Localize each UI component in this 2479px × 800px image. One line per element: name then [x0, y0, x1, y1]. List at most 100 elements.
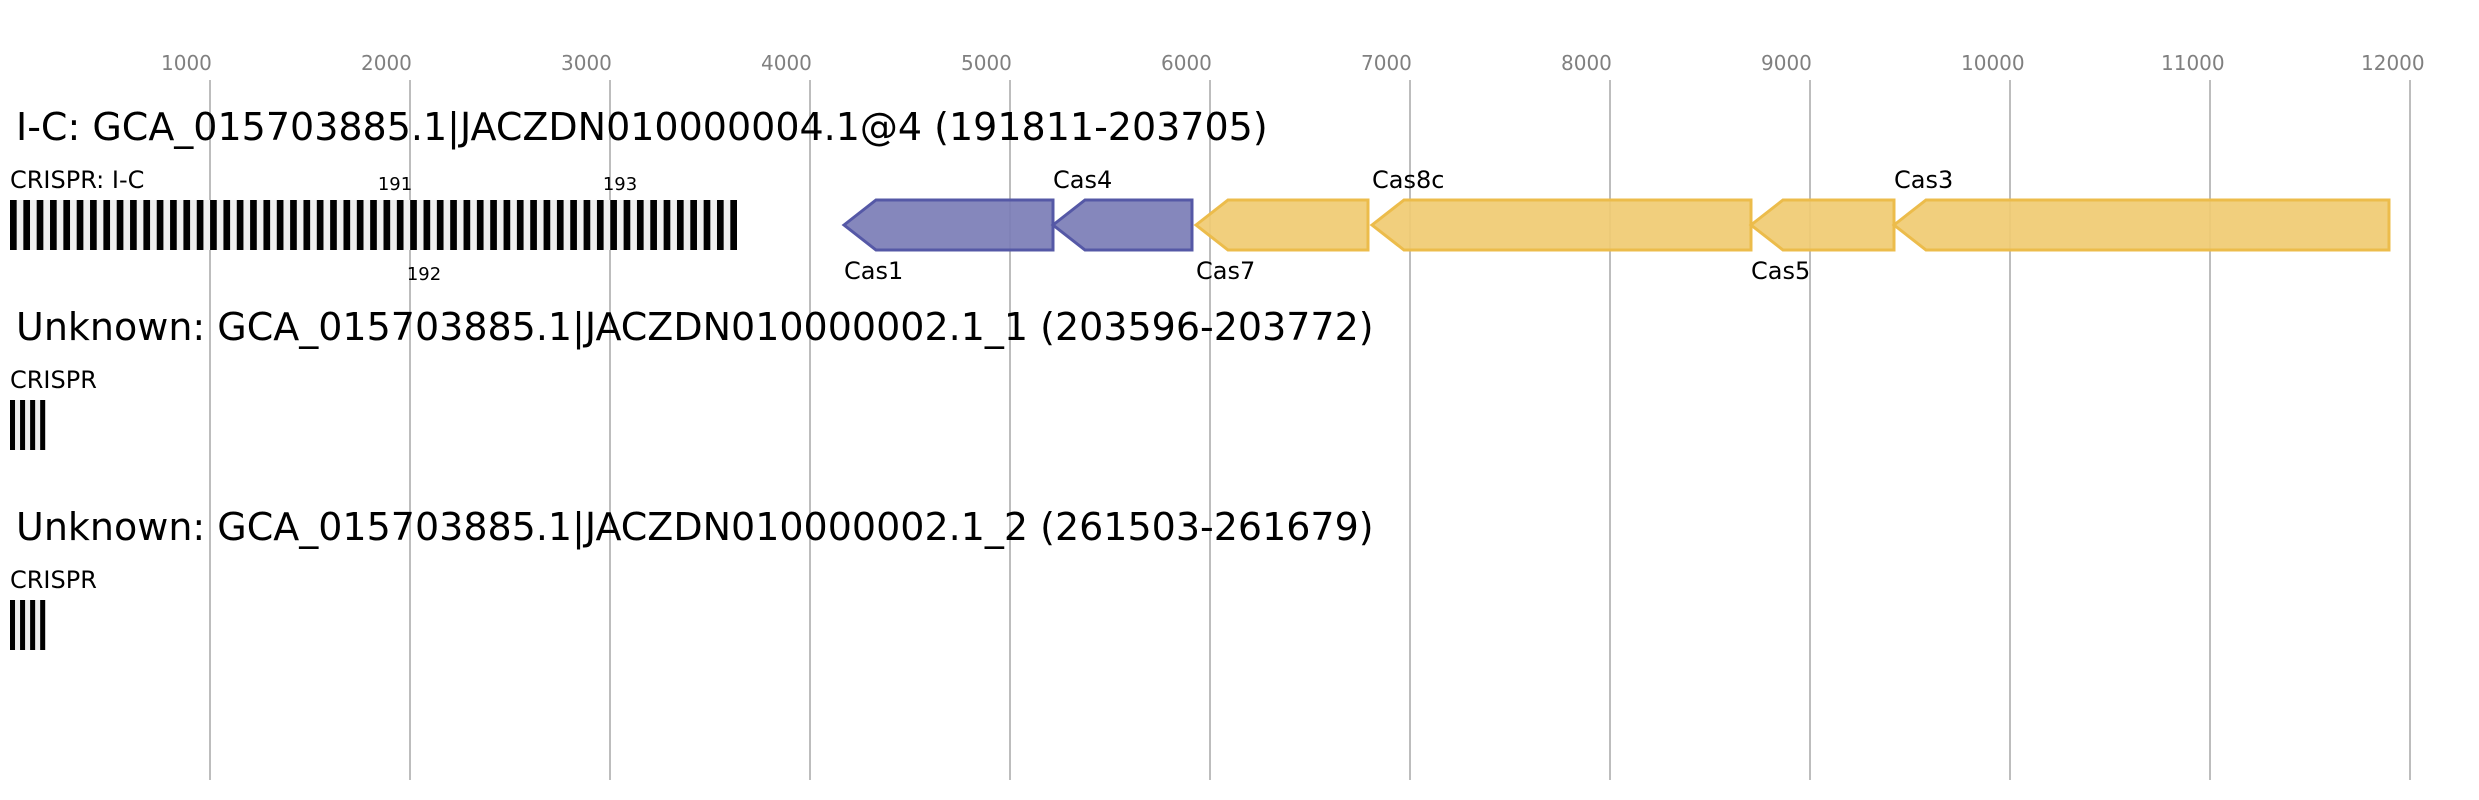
gene-cas5[interactable]: Cas5: [1748, 198, 1896, 285]
gene-arrow[interactable]: [1369, 198, 1753, 252]
crispr-repeat: [343, 200, 351, 250]
axis-tick-label: 3000: [561, 51, 612, 75]
crispr-repeat: [76, 200, 84, 250]
gene-arrow[interactable]: [1891, 198, 2391, 252]
gene-label: Cas8c: [1372, 166, 1444, 194]
crispr-repeat: [20, 600, 26, 650]
crispr-repeat: [250, 200, 257, 250]
crispr-repeat: [476, 200, 484, 250]
crispr-repeat: [450, 200, 457, 250]
gene-cas1[interactable]: Cas1: [841, 198, 1055, 285]
axis-tick-label: 8000: [1561, 51, 1612, 75]
crispr-repeat: [596, 200, 604, 250]
crispr-repeat: [10, 200, 17, 250]
crispr-repeat: [583, 200, 591, 250]
crispr-repeat: [490, 200, 497, 250]
axis-tick-label: 6000: [1161, 51, 1212, 75]
repeat-index-label: 191: [378, 174, 412, 195]
gene-arrow[interactable]: [1193, 198, 1370, 252]
gene-arrow[interactable]: [1748, 198, 1896, 252]
gene-label: Cas5: [1751, 257, 1810, 285]
axis-tick-label: 12000: [2361, 51, 2425, 75]
crispr-repeat: [50, 200, 57, 250]
axis-tick-label: 5000: [961, 51, 1012, 75]
crispr-repeat: [10, 600, 16, 650]
crispr-repeat: [130, 200, 137, 250]
crispr-repeat: [170, 200, 177, 250]
locus-section: Unknown: GCA_015703885.1|JACZDN010000002…: [10, 305, 1374, 450]
crispr-repeat: [290, 200, 297, 250]
crispr-repeat: [383, 200, 391, 250]
gene-arrow[interactable]: [841, 198, 1055, 252]
crispr-repeat: [183, 200, 191, 250]
crispr-repeat: [423, 200, 431, 250]
crispr-array-label: CRISPR: I-C: [10, 166, 144, 194]
repeat-index-label: 192: [407, 264, 441, 285]
crispr-repeat: [236, 200, 244, 250]
crispr-repeat: [20, 400, 26, 450]
crispr-repeat: [663, 200, 671, 250]
crispr-repeat: [40, 400, 46, 450]
locus-section: Unknown: GCA_015703885.1|JACZDN010000002…: [10, 505, 1374, 650]
gene-label: Cas3: [1894, 166, 1953, 194]
axis-tick-label: 2000: [361, 51, 412, 75]
crispr-repeat: [116, 200, 124, 250]
crispr-repeat: [303, 200, 311, 250]
crispr-repeat: [36, 200, 44, 250]
crispr-repeat: [210, 200, 217, 250]
crispr-array-label: CRISPR: [10, 566, 97, 594]
crispr-array: [10, 600, 46, 650]
gene-cas7[interactable]: Cas7: [1193, 198, 1370, 285]
crispr-repeat: [650, 200, 657, 250]
axis-tick-label: 7000: [1361, 51, 1412, 75]
gene-label: Cas4: [1053, 166, 1112, 194]
crispr-repeat: [503, 200, 511, 250]
crispr-repeat: [10, 400, 16, 450]
crispr-repeat: [716, 200, 724, 250]
crispr-repeat: [23, 200, 31, 250]
crispr-repeat: [676, 200, 684, 250]
crispr-array-background: [10, 400, 46, 450]
axis-tick-label: 9000: [1761, 51, 1812, 75]
crispr-repeat: [196, 200, 204, 250]
crispr-repeat: [436, 200, 444, 250]
crispr-repeat: [90, 200, 97, 250]
crispr-repeat: [396, 200, 404, 250]
crispr-repeat: [730, 200, 737, 250]
axis-gridlines: [209, 80, 2411, 780]
crispr-repeat: [263, 200, 271, 250]
loci-sections: I-C: GCA_015703885.1|JACZDN010000004.1@4…: [10, 105, 2391, 650]
section-title: Unknown: GCA_015703885.1|JACZDN010000002…: [16, 305, 1374, 350]
crispr-repeat: [370, 200, 377, 250]
crispr-repeat: [610, 200, 617, 250]
crispr-repeat: [30, 400, 36, 450]
gene-cas4[interactable]: Cas4: [1050, 166, 1194, 252]
crispr-repeat: [623, 200, 631, 250]
gene-arrow[interactable]: [1050, 198, 1194, 252]
crispr-repeat: [276, 200, 284, 250]
crispr-repeat: [556, 200, 564, 250]
crispr-repeat: [356, 200, 364, 250]
crispr-repeat: [570, 200, 577, 250]
crispr-repeat: [103, 200, 111, 250]
crispr-array-label: CRISPR: [10, 366, 97, 394]
axis-tick-label: 10000: [1961, 51, 2025, 75]
crispr-array: [10, 400, 46, 450]
crispr-repeat: [516, 200, 524, 250]
locus-section: I-C: GCA_015703885.1|JACZDN010000004.1@4…: [10, 105, 2391, 285]
gene-label: Cas7: [1196, 257, 1255, 285]
gene-cas3[interactable]: Cas3: [1891, 166, 2391, 252]
crispr-repeat: [156, 200, 164, 250]
crispr-repeat: [40, 600, 46, 650]
crispr-repeat: [703, 200, 711, 250]
crispr-repeat: [463, 200, 471, 250]
crispr-repeat: [530, 200, 537, 250]
crispr-repeat: [63, 200, 71, 250]
crispr-repeat: [636, 200, 644, 250]
repeat-index-label: 193: [603, 174, 637, 195]
section-title: I-C: GCA_015703885.1|JACZDN010000004.1@4…: [16, 105, 1268, 150]
gene-cas8c[interactable]: Cas8c: [1369, 166, 1753, 252]
crispr-array-background: [10, 600, 46, 650]
